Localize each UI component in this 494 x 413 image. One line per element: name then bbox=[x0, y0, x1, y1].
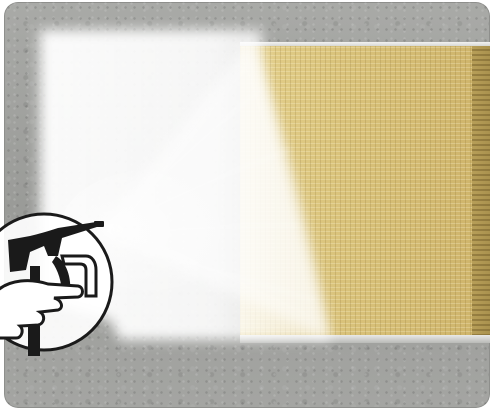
hose-icon bbox=[28, 326, 40, 356]
spray-gun-badge bbox=[0, 208, 114, 360]
